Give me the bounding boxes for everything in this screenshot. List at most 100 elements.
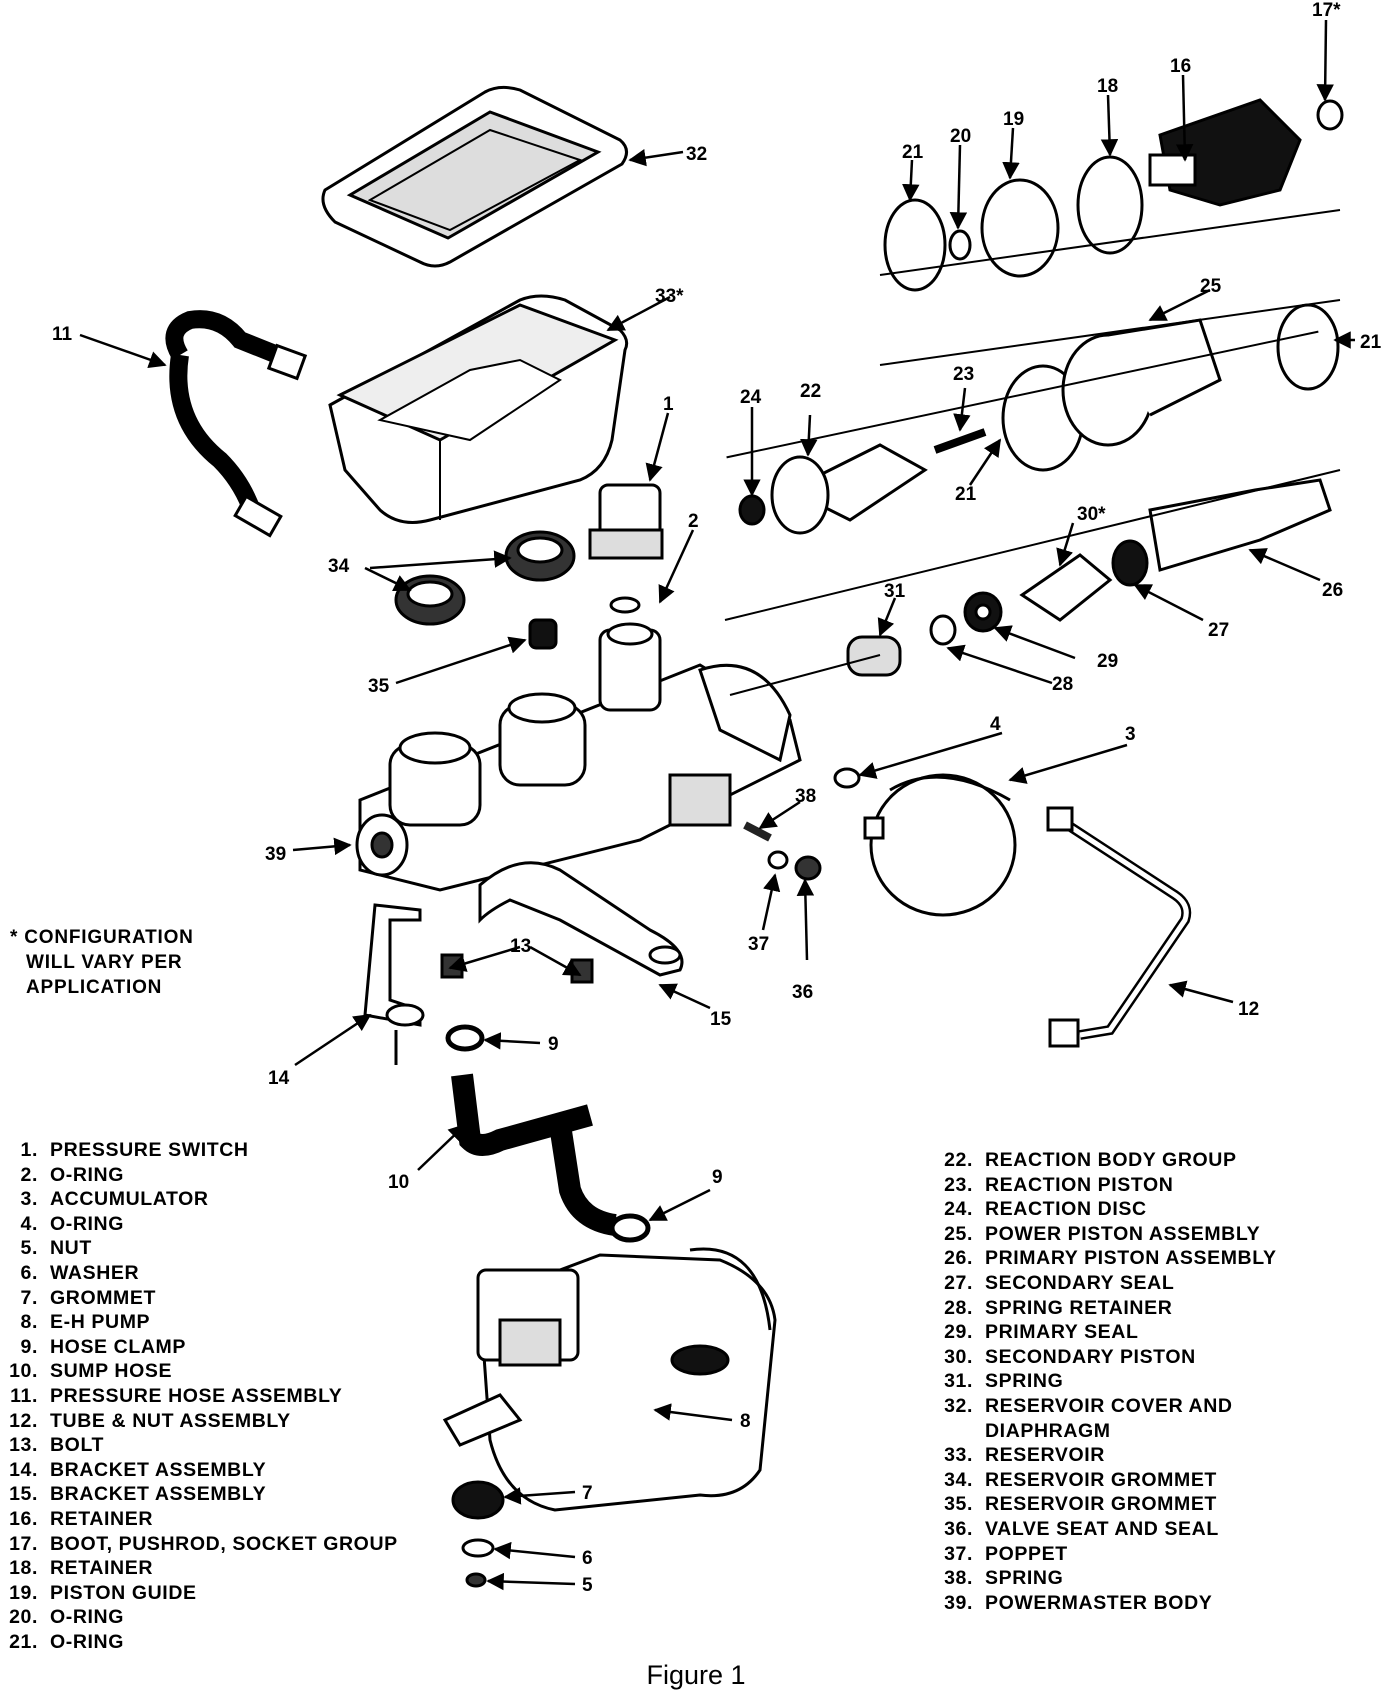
legend-item-name: RESERVOIR [985, 1444, 1105, 1467]
callout-9a: 9 [548, 1034, 559, 1055]
legend-item-number: 35. [944, 1493, 973, 1516]
legend-item: 35.RESERVOIR GROMMET [935, 1492, 1277, 1517]
callout-27: 27 [1208, 620, 1229, 641]
callout-28: 28 [1052, 674, 1073, 695]
callout-24: 24 [740, 387, 762, 408]
legend-item-name: GROMMET [50, 1286, 157, 1309]
legend-item-number: 32. [944, 1394, 973, 1417]
legend-item: 33.RESERVOIR [935, 1443, 1277, 1468]
legend-item: 14.BRACKET ASSEMBLY [0, 1458, 398, 1483]
eh-pump-drawing [442, 1247, 777, 1588]
legend-item: 31.SPRING [935, 1369, 1277, 1394]
legend-item: 23.REACTION PISTON [935, 1173, 1277, 1198]
legend-item: 38.SPRING [935, 1566, 1277, 1591]
legend-item: 34.RESERVOIR GROMMET [935, 1468, 1277, 1493]
legend-item: 5.NUT [0, 1236, 398, 1261]
legend-item-number: 29. [944, 1321, 973, 1344]
legend-item: 27.SECONDARY SEAL [935, 1271, 1277, 1296]
legend-item: 28.SPRING RETAINER [935, 1296, 1277, 1321]
legend-item-name: RETAINER [50, 1507, 154, 1530]
legend-item-name: O-RING [50, 1163, 125, 1186]
legend-item-number: 14. [9, 1458, 38, 1481]
piston-parts-drawing [729, 478, 1332, 696]
callout-leaders [79, 19, 1355, 1591]
legend-item-number: 27. [944, 1271, 973, 1294]
legend-item-number: 37. [944, 1542, 973, 1565]
legend-item-name: BOOT, PUSHROD, SOCKET GROUP [50, 1532, 398, 1555]
legend-item-number: 22. [944, 1149, 973, 1171]
configuration-note: * CONFIGURATION WILL VARY PER APPLICATIO… [10, 925, 194, 1000]
reservoir-drawing [328, 294, 629, 524]
reservoir-grommets-drawing [394, 530, 576, 650]
legend-item-name: SPRING [985, 1370, 1064, 1393]
callout-31: 31 [884, 581, 906, 602]
callout-22: 22 [800, 381, 821, 402]
legend-item-number: 1. [20, 1139, 38, 1161]
legend-item-number: 21. [9, 1630, 38, 1653]
legend-item-number: 28. [944, 1296, 973, 1319]
legend-item: 8.E-H PUMP [0, 1310, 398, 1335]
callout-2: 2 [688, 511, 699, 532]
legend-item: 12.TUBE & NUT ASSEMBLY [0, 1409, 398, 1434]
legend-item-number: 7. [20, 1286, 38, 1309]
callout-21c: 21 [955, 484, 977, 505]
legend-item: 6.WASHER [0, 1261, 398, 1286]
legend-item-name: RESERVOIR COVER AND [985, 1394, 1233, 1417]
legend-item-number: 17. [9, 1532, 38, 1555]
legend-item-number: 10. [9, 1360, 38, 1383]
legend-item-name: BOLT [50, 1434, 105, 1457]
note-line-1: * CONFIGURATION [10, 927, 194, 948]
legend-item-name: SECONDARY PISTON [985, 1345, 1196, 1368]
legend-item-name: SUMP HOSE [50, 1360, 173, 1383]
legend-item: 17. BOOT, PUSHROD, SOCKET GROUP [0, 1532, 398, 1557]
legend-item-number: 30. [944, 1345, 973, 1368]
legend-item: 13.BOLT [0, 1433, 398, 1458]
legend-item: 1.PRESSURE SWITCH [0, 1138, 398, 1163]
legend-item-number: 12. [9, 1409, 38, 1432]
legend-item-number: 6. [20, 1261, 38, 1284]
callout-7: 7 [582, 1483, 593, 1504]
callout-13: 13 [510, 936, 531, 957]
legend-item-name: O-RING [50, 1630, 125, 1653]
legend-item: 4. O-RING [0, 1212, 398, 1237]
callout-21a: 21 [902, 142, 924, 163]
legend-item-number: 16. [9, 1507, 38, 1530]
sump-hose-drawing [445, 1024, 651, 1243]
legend-item: 37. POPPET [935, 1542, 1277, 1567]
legend-item-number: 3. [20, 1188, 38, 1211]
legend-item-name: PRESSURE HOSE ASSEMBLY [50, 1384, 343, 1407]
callout-33: 33* [655, 286, 684, 307]
callout-38: 38 [795, 786, 816, 807]
callout-8: 8 [740, 1411, 751, 1432]
callout-35: 35 [368, 676, 390, 697]
legend-item-number: 15. [9, 1483, 38, 1506]
legend-item: 16. RETAINER [0, 1507, 398, 1532]
note-line-3: APPLICATION [26, 977, 163, 998]
callout-21b: 21 [1360, 332, 1382, 353]
legend-item-number: 34. [944, 1468, 973, 1491]
legend-item: 21. O-RING [0, 1630, 398, 1655]
legend-item-name: POWER PISTON ASSEMBLY [985, 1222, 1261, 1245]
legend-item: 22.REACTION BODY GROUP [935, 1148, 1277, 1173]
legend-item-name: HOSE CLAMP [50, 1335, 187, 1358]
callout-20: 20 [950, 126, 971, 147]
piston-guide-drawing [879, 98, 1344, 391]
legend-item-number: 23. [944, 1173, 973, 1196]
tube-assembly-drawing [1046, 806, 1192, 1048]
legend-item-name: O-RING [50, 1212, 125, 1235]
callout-3: 3 [1125, 724, 1136, 745]
legend-item: 36.VALVE SEAT AND SEAL [935, 1517, 1277, 1542]
legend-item: 39.POWERMASTER BODY [935, 1591, 1277, 1616]
legend-item-name: POPPET [985, 1542, 1068, 1565]
legend-item-name: VALVE SEAT AND SEAL [985, 1517, 1219, 1540]
callout-1: 1 [663, 394, 674, 415]
pressure-switch-drawing [588, 483, 664, 614]
callout-14: 14 [268, 1068, 290, 1089]
legend-item-number: 24. [944, 1198, 973, 1221]
callout-numbers: 1 2 3 4 5 6 7 8 9 9 10 11 12 13 14 15 16… [52, 0, 1382, 1596]
legend-item-name: SPRING [985, 1567, 1064, 1590]
legend-item-number: 4. [20, 1212, 38, 1235]
